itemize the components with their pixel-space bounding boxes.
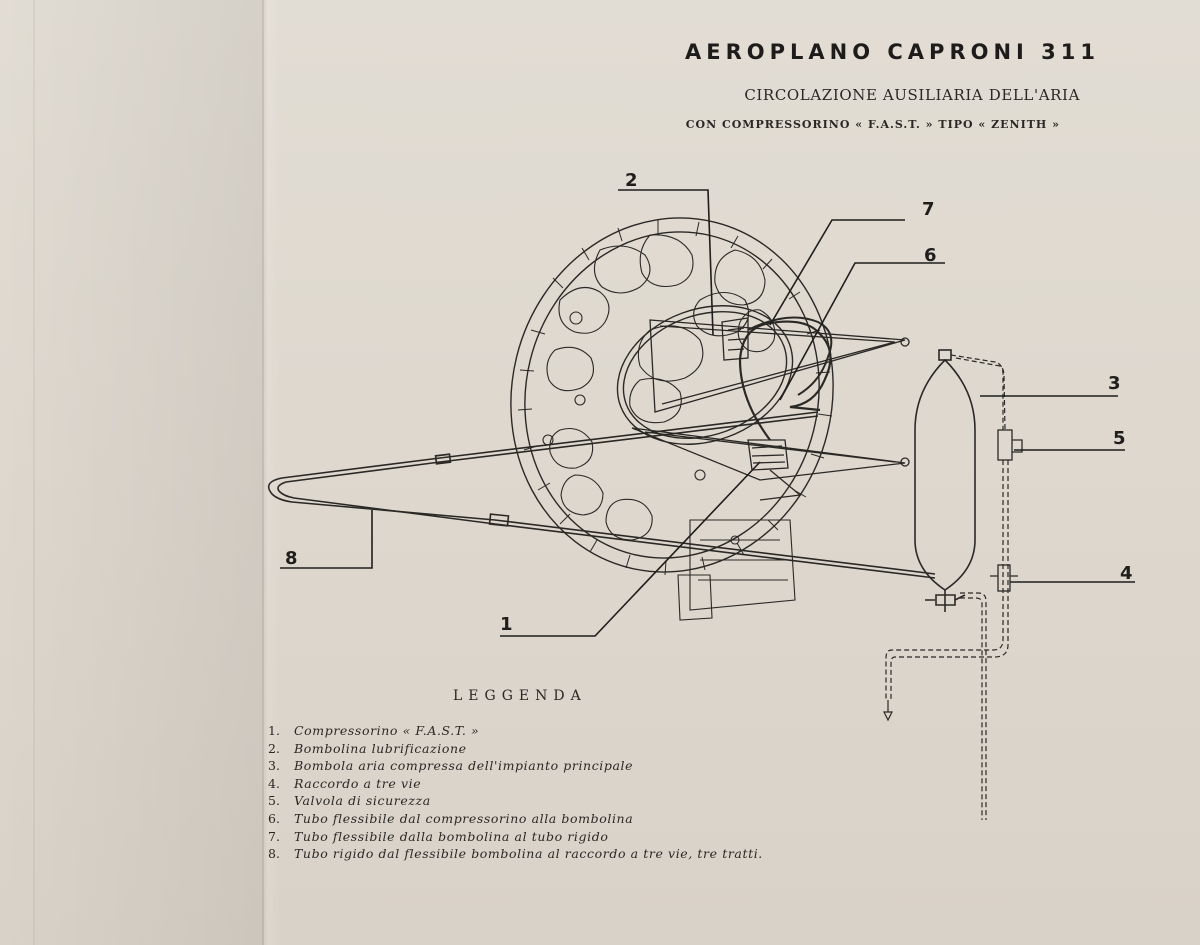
page-subtitle-secondary: CON COMPRESSORINO « F.A.S.T. » TIPO « ZE… [685,118,1060,131]
legend-text: Bombolina lubrificazione [294,740,467,756]
legend-number: 1. [268,723,280,738]
page-title: AEROPLANO CAPRONI 311 [685,40,1100,64]
callout-1: 1 [500,614,513,635]
flexible-hose-6 [738,320,832,441]
auxiliary-dashed-piping [885,354,1009,820]
page-subtitle: CIRCOLAZIONE AUSILIARIA DELL'ARIA [744,86,1080,104]
callout-2: 2 [625,170,638,191]
legend-item: 6. Tubo flessibile dal compressorino alla… [268,810,828,828]
lubrication-bottle [721,317,749,361]
legend-item: 2. Bombolina lubrificazione [268,740,828,758]
engine-cowling-ring [510,217,834,576]
legend-number: 5. [268,793,280,809]
legend-text: Tubo flessibile dalla bombolina al tubo … [294,828,609,844]
legend-list: 1. Compressorino « F.A.S.T. » 2. Bombolina… [268,722,828,863]
legend-text: Tubo rigido dal flessibile bombolina al … [294,846,763,862]
callout-leaders [280,189,1135,637]
engine-mount-ring [616,305,794,445]
legend-number: 8. [268,846,280,862]
safety-valve [997,429,1023,461]
callout-8: 8 [285,548,298,569]
legend-item: 3. Bombola aria compressa dell'impianto p… [268,757,828,775]
legend-number: 4. [268,775,280,791]
compressed-air-bottle [914,349,976,612]
legend-item: 7. Tubo flessibile dalla bombolina al tub… [268,828,828,846]
callout-7: 7 [922,199,935,220]
flexible-hose-7 [747,316,833,396]
legend-item: 8. Tubo rigido dal flessibile bombolina a… [268,845,828,863]
engine-cylinders [542,234,776,545]
legend-text: Valvola di sicurezza [294,793,431,809]
legend-item: 5. Valvola di sicurezza [268,792,828,810]
legend-number: 7. [268,828,280,844]
fold-line [262,0,264,945]
legend-item: 4. Raccordo a tre vie [268,775,828,793]
legend-title: LEGGENDA [453,688,587,704]
legend-number: 2. [268,740,280,756]
callout-6: 6 [924,245,937,266]
legend-text: Compressorino « F.A.S.T. » [294,723,480,738]
callout-3: 3 [1108,373,1121,394]
legend-text: Tubo flessibile dal compressorino alla b… [294,810,634,826]
legend-text: Raccordo a tre vie [294,775,422,791]
callout-5: 5 [1113,428,1126,449]
legend-number: 6. [268,810,280,826]
engine-accessory-box [677,519,796,621]
three-way-fitting [990,564,1018,592]
legend-number: 3. [268,758,280,774]
engine-mount-struts [631,319,910,501]
fold-line [33,0,35,945]
callout-4: 4 [1120,563,1133,584]
legend-text: Bombola aria compressa dell'impianto pri… [294,758,634,774]
rigid-pipe-8 [267,411,936,579]
legend-item: 1. Compressorino « F.A.S.T. » [268,722,828,740]
